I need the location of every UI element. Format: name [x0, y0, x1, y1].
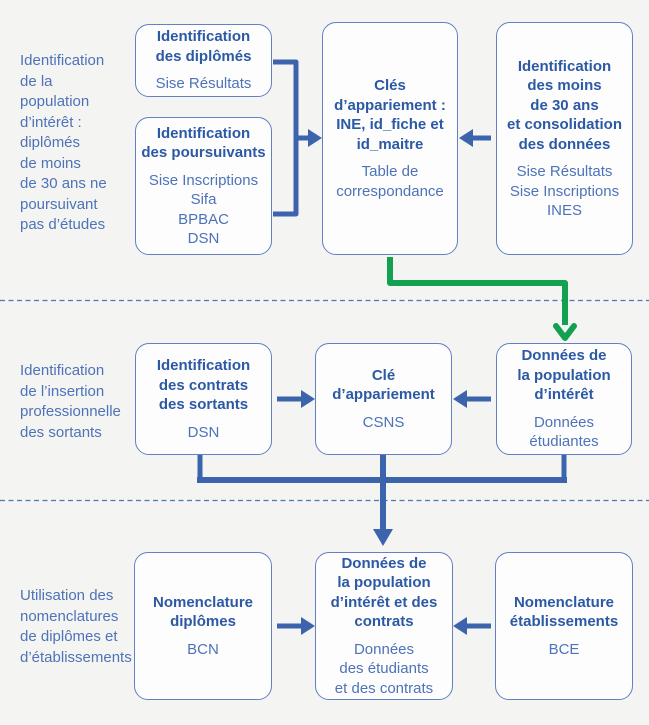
section-label-nomenclatures: Utilisation des nomenclatures de diplôme…: [20, 587, 132, 666]
box-source: BCE: [548, 640, 580, 658]
box-title: Identification des contrats des sortants: [156, 357, 251, 413]
connector-merge-bracket: [273, 59, 299, 217]
section-label-insertion-professionnelle: Identification de l’insertion profession…: [20, 362, 121, 441]
box-identification-diplomes: Identification des diplômés Sise Résulta…: [135, 24, 272, 97]
connector-cles-to-donnees-green: [387, 257, 568, 325]
box-title: Nomenclature établissements: [509, 593, 619, 631]
box-cles-appariement: Clés d’appariement : INE, id_fiche et id…: [322, 22, 458, 255]
box-source: CSNS: [362, 413, 405, 431]
box-source: Sise Inscriptions Sifa BPBAC DSN: [148, 171, 259, 248]
box-title: Données de la population d’intérêt et de…: [330, 554, 438, 631]
section-label-population-interet: Identification de la population d’intérê…: [20, 52, 107, 234]
box-source: BCN: [187, 640, 219, 658]
arrow-merge-to-cles-icon: [308, 129, 322, 147]
box-title: Clés d’appariement : INE, id_fiche et id…: [334, 77, 446, 153]
box-source: DSN: [187, 423, 220, 441]
box-title: Données de la population d’intérêt: [517, 347, 611, 404]
box-source: Sise Résultats Sise Inscriptions INES: [509, 163, 620, 219]
box-title: Clé d’appariement: [332, 366, 435, 404]
box-title: Nomenclature diplômes: [152, 593, 254, 631]
box-source: Sise Résultats: [155, 75, 252, 93]
box-cle-appariement: Clé d’appariement CSNS: [315, 343, 452, 455]
box-identification-poursuivants: Identification des poursuivants Sise Ins…: [135, 117, 272, 255]
box-title: Identification des moins de 30 ans et co…: [506, 57, 622, 153]
box-source: Données étudiantes: [529, 413, 599, 451]
arrow-bce-to-donnees-icon: [453, 617, 467, 635]
box-title: Identification des poursuivants: [141, 124, 266, 162]
box-donnees-population-interet: Données de la population d’intérêt Donné…: [496, 343, 632, 455]
arrow-middle-down-icon: [373, 529, 393, 546]
arrow-moins30-to-cles-icon: [459, 129, 473, 147]
box-donnees-population-et-contrats: Données de la population d’intérêt et de…: [315, 552, 453, 700]
arrow-green-down-icon: [553, 323, 577, 341]
arrow-bcn-to-donnees-icon: [301, 617, 315, 635]
arrow-donnees-to-cle-icon: [453, 390, 467, 408]
box-nomenclature-etablissements: Nomenclature établissements BCE: [495, 552, 633, 700]
box-identification-contrats-sortants: Identification des contrats des sortants…: [135, 343, 272, 455]
arrow-contrats-to-cle-icon: [301, 390, 315, 408]
box-title: Identification des diplômés: [155, 28, 252, 65]
box-source: Données des étudiants et des contrats: [334, 640, 434, 697]
box-nomenclature-diplomes: Nomenclature diplômes BCN: [134, 552, 272, 700]
box-identification-moins-30-ans: Identification des moins de 30 ans et co…: [496, 22, 633, 255]
box-source: Table de correspondance: [336, 163, 444, 200]
